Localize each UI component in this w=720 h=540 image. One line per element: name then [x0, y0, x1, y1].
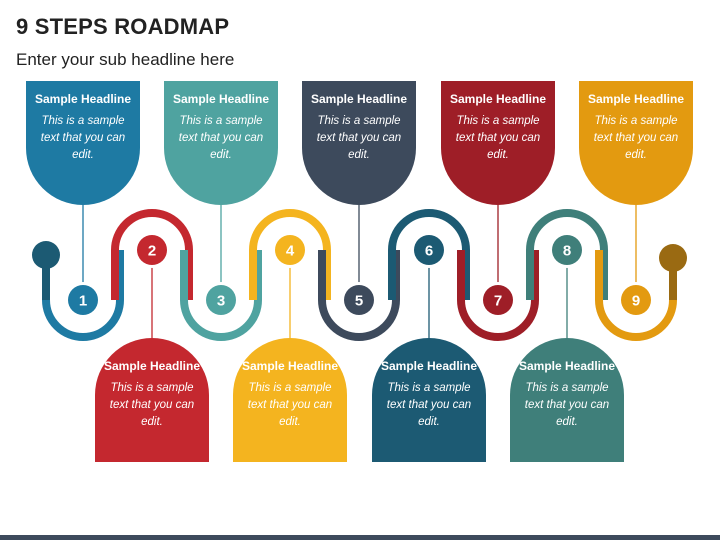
path-segment-8 — [526, 209, 608, 300]
path-segment-9 — [595, 250, 677, 341]
step-headline: Sample Headline — [449, 92, 547, 106]
path-segment-1 — [42, 250, 124, 341]
step-node-3: 3 — [203, 282, 239, 318]
footer-bar — [0, 535, 720, 540]
step-node-6: 6 — [411, 232, 447, 268]
path-segment-7 — [457, 250, 539, 341]
step-number-9: 9 — [632, 293, 640, 310]
step-text: This is a sample text that you can edit. — [109, 382, 195, 428]
path-segment-4 — [249, 209, 331, 300]
path-segment-6 — [388, 209, 470, 300]
start-dot — [32, 241, 60, 269]
step-number-7: 7 — [494, 293, 502, 310]
step-number-3: 3 — [217, 293, 225, 310]
step-text: This is a sample text that you can edit. — [386, 382, 472, 428]
path-segment-5 — [318, 250, 400, 341]
step-headline: Sample Headline — [241, 359, 339, 373]
step-node-7: 7 — [480, 282, 516, 318]
path-segment-2 — [111, 209, 193, 300]
step-text: This is a sample text that you can edit. — [593, 115, 679, 161]
step-headline: Sample Headline — [310, 92, 408, 106]
step-number-4: 4 — [286, 243, 295, 260]
step-text: This is a sample text that you can edit. — [178, 115, 264, 161]
roadmap-path — [42, 209, 677, 341]
step-text: This is a sample text that you can edit. — [316, 115, 402, 161]
roadmap-endpoints — [32, 241, 687, 300]
step-headline: Sample Headline — [380, 359, 478, 373]
step-headline: Sample Headline — [518, 359, 616, 373]
path-segment-3 — [180, 250, 262, 341]
step-headline: Sample Headline — [103, 359, 201, 373]
page-title: 9 STEPS ROADMAP — [16, 14, 230, 39]
step-text: This is a sample text that you can edit. — [524, 382, 610, 428]
step-node-4: 4 — [272, 232, 308, 268]
step-text: This is a sample text that you can edit. — [247, 382, 333, 428]
step-number-8: 8 — [563, 243, 571, 260]
step-number-1: 1 — [79, 293, 87, 310]
step-headline: Sample Headline — [587, 92, 685, 106]
end-dot — [659, 244, 687, 272]
page-subtitle: Enter your sub headline here — [16, 50, 235, 69]
step-number-5: 5 — [355, 293, 363, 310]
step-number-6: 6 — [425, 243, 433, 260]
roadmap-nodes: 1 2 3 4 5 6 7 8 9 — [65, 232, 654, 318]
step-text: This is a sample text that you can edit. — [40, 115, 126, 161]
roadmap-connectors — [82, 205, 637, 338]
step-node-5: 5 — [341, 282, 377, 318]
step-node-9: 9 — [618, 282, 654, 318]
step-node-8: 8 — [549, 232, 585, 268]
step-headline: Sample Headline — [172, 92, 270, 106]
step-headline: Sample Headline — [34, 92, 132, 106]
step-number-2: 2 — [148, 243, 156, 260]
step-node-1: 1 — [65, 282, 101, 318]
step-text: This is a sample text that you can edit. — [455, 115, 541, 161]
step-node-2: 2 — [134, 232, 170, 268]
